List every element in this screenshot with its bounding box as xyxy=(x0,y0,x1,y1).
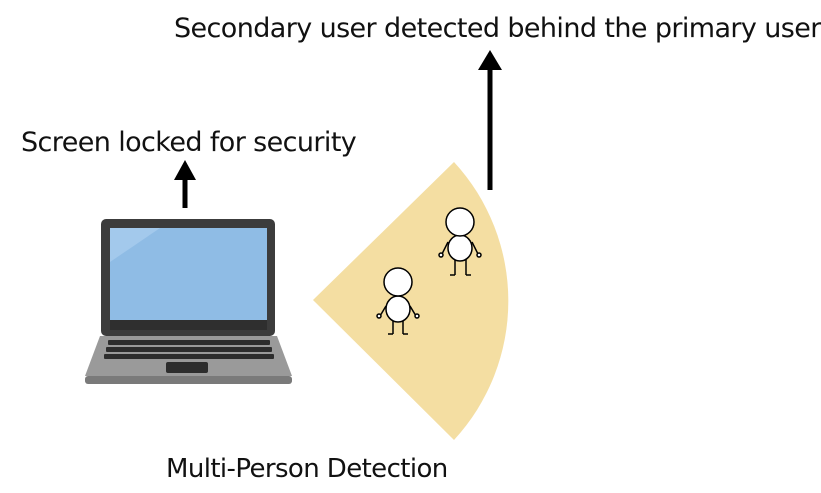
secondary-user-label: Secondary user detected behind the prima… xyxy=(174,13,821,44)
diagram-caption: Multi-Person Detection xyxy=(166,454,448,484)
person-icon xyxy=(376,267,420,335)
arrow-to-secondary-user-label xyxy=(478,50,502,190)
screen-locked-label: Screen locked for security xyxy=(21,127,357,158)
person-icon xyxy=(438,207,482,276)
detection-zone xyxy=(313,162,509,440)
laptop-touchpad xyxy=(166,362,208,373)
arrow-to-screen-locked-label xyxy=(174,160,196,208)
laptop-keyboard xyxy=(104,340,274,359)
laptop-icon xyxy=(85,219,292,384)
